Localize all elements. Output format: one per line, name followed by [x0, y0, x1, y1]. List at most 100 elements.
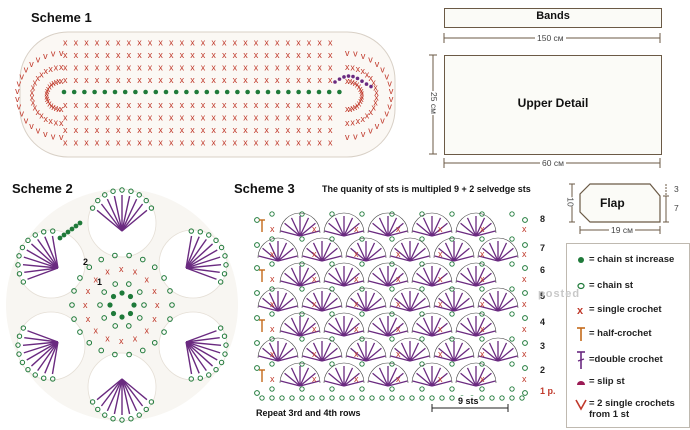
svg-text:x: x	[365, 111, 370, 121]
svg-text:x: x	[355, 80, 360, 90]
svg-text:x: x	[63, 50, 68, 60]
svg-text:x: x	[222, 63, 227, 73]
svg-text:x: x	[356, 64, 361, 74]
svg-text:x: x	[264, 125, 269, 135]
svg-text:x: x	[211, 125, 216, 135]
svg-text:x: x	[480, 224, 485, 234]
svg-text:x: x	[144, 325, 149, 335]
svg-text:x: x	[307, 50, 312, 60]
svg-text:x: x	[158, 63, 163, 73]
svg-text:x: x	[119, 336, 124, 346]
svg-text:x: x	[328, 113, 333, 123]
svg-text:x: x	[354, 324, 359, 334]
svg-text:x: x	[317, 38, 322, 48]
svg-text:x: x	[83, 300, 88, 310]
svg-text:x: x	[33, 102, 38, 112]
svg-text:v: v	[389, 94, 394, 104]
svg-text:x: x	[222, 113, 227, 123]
svg-text:x: x	[353, 102, 358, 112]
svg-text:x: x	[360, 66, 365, 76]
svg-text:x: x	[201, 50, 206, 60]
svg-text:x: x	[47, 82, 52, 92]
svg-text:x: x	[345, 62, 350, 72]
svg-text:x: x	[233, 75, 238, 85]
svg-text:v: v	[51, 131, 56, 141]
svg-text:x: x	[56, 76, 61, 86]
svg-text:x: x	[211, 38, 216, 48]
svg-text:x: x	[480, 299, 485, 309]
upper-detail-panel: Upper Detail	[444, 55, 662, 155]
svg-text:x: x	[158, 138, 163, 148]
repeat-note: Repeat 3rd and 4th rows	[256, 408, 361, 418]
svg-text:x: x	[190, 50, 195, 60]
svg-text:v: v	[368, 126, 373, 136]
svg-text:x: x	[74, 100, 79, 110]
svg-text:x: x	[348, 104, 353, 114]
svg-text:v: v	[51, 49, 56, 59]
legend-chain: = chain st	[567, 276, 689, 296]
svg-text:v: v	[36, 54, 41, 64]
svg-text:x: x	[95, 63, 100, 73]
svg-text:x: x	[116, 63, 121, 73]
row-number: 2	[540, 365, 546, 375]
svg-text:x: x	[211, 100, 216, 110]
svg-text:x: x	[74, 125, 79, 135]
svg-text:x: x	[105, 113, 110, 123]
svg-text:x: x	[296, 75, 301, 85]
svg-text:x: x	[480, 349, 485, 359]
svg-text:x: x	[63, 63, 68, 73]
svg-text:x: x	[317, 138, 322, 148]
legend-double-crochet: =double crochet	[567, 350, 689, 370]
flap-right-height: 7	[674, 203, 679, 213]
svg-text:x: x	[307, 38, 312, 48]
svg-text:x: x	[522, 374, 527, 384]
svg-text:x: x	[95, 100, 100, 110]
row-number: 8	[540, 214, 546, 224]
svg-text:x: x	[360, 114, 365, 124]
svg-text:x: x	[148, 38, 153, 48]
row-number: 7	[540, 243, 546, 253]
svg-text:x: x	[158, 50, 163, 60]
svg-text:x: x	[84, 38, 89, 48]
svg-text:x: x	[127, 125, 132, 135]
svg-text:x: x	[59, 104, 64, 114]
svg-text:x: x	[137, 50, 142, 60]
svg-text:x: x	[328, 38, 333, 48]
svg-text:x: x	[158, 38, 163, 48]
svg-text:x: x	[522, 274, 527, 284]
svg-text:x: x	[296, 138, 301, 148]
svg-text:x: x	[54, 118, 59, 128]
svg-text:x: x	[270, 374, 275, 384]
svg-text:x: x	[86, 286, 91, 296]
svg-text:x: x	[201, 63, 206, 73]
svg-text:v: v	[59, 132, 64, 142]
svg-text:x: x	[48, 116, 53, 126]
svg-text:x: x	[270, 249, 275, 259]
svg-text:x: x	[360, 91, 365, 101]
svg-text:x: x	[243, 50, 248, 60]
svg-text:x: x	[222, 125, 227, 135]
svg-text:x: x	[148, 138, 153, 148]
svg-text:x: x	[264, 50, 269, 60]
svg-text:x: x	[95, 50, 100, 60]
upper-detail-label: Upper Detail	[517, 96, 589, 110]
row-number: 5	[540, 291, 546, 301]
bands-panel: Bands	[444, 8, 662, 28]
svg-text:x: x	[201, 75, 206, 85]
svg-text:x: x	[275, 113, 280, 123]
svg-text:x: x	[169, 125, 174, 135]
svg-text:x: x	[127, 38, 132, 48]
svg-text:x: x	[148, 113, 153, 123]
svg-text:x: x	[286, 50, 291, 60]
svg-text:x: x	[137, 100, 142, 110]
svg-text:x: x	[127, 138, 132, 148]
flap-top-height: 3	[674, 184, 679, 194]
svg-text:x: x	[350, 103, 355, 113]
svg-text:v: v	[20, 109, 25, 119]
svg-text:x: x	[94, 325, 99, 335]
svg-text:x: x	[254, 50, 259, 60]
svg-text:x: x	[243, 125, 248, 135]
svg-text:x: x	[137, 38, 142, 48]
svg-text:x: x	[45, 86, 50, 96]
